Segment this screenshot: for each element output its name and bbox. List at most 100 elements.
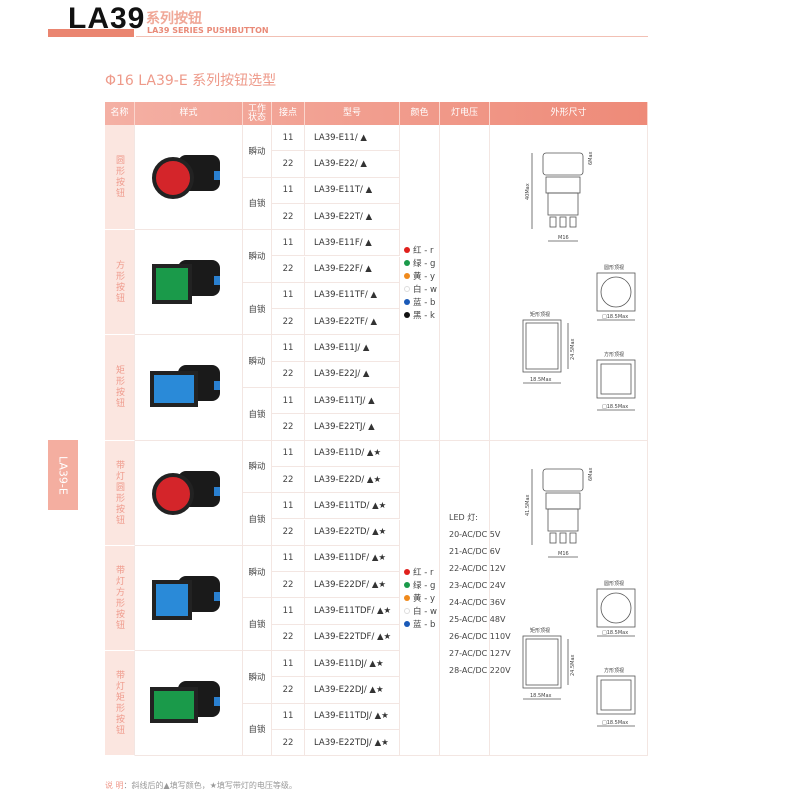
- top-height-label: 6Max: [588, 467, 594, 481]
- contact: 11: [272, 282, 305, 310]
- group-name: 圆形按钮: [105, 125, 135, 231]
- product-image: [150, 673, 235, 733]
- header-bar: [48, 29, 134, 37]
- height-label: 41.5Max: [525, 494, 531, 516]
- model-number: LA39-E22D/ ▲★: [305, 466, 400, 494]
- group-name: 带灯方形按钮: [105, 545, 135, 651]
- product-image-cell: [135, 335, 243, 441]
- work-mode: 瞬动: [243, 230, 272, 283]
- model-number: LA39-E22/ ▲: [305, 151, 400, 178]
- work-mode: 瞬动: [243, 651, 272, 704]
- round-width-label: □18.5Max: [602, 630, 628, 636]
- work-mode: 瞬动: [243, 545, 272, 599]
- terminal-tab: [214, 697, 220, 706]
- column-header: 接点: [272, 102, 305, 125]
- contact: 22: [272, 677, 305, 704]
- group-name: 方形按钮: [105, 230, 135, 336]
- button-cap: [152, 157, 194, 199]
- model-number: LA39-E22DF/ ▲★: [305, 572, 400, 599]
- button-cap: [152, 472, 194, 515]
- voltage-item: 22-AC/DC 12V: [449, 564, 506, 574]
- color-option: 白 - w: [404, 604, 437, 617]
- round-width-label: □18.5Max: [602, 314, 628, 320]
- color-option: 黄 - y: [404, 269, 435, 282]
- color-label: 黄 - y: [413, 593, 436, 604]
- work-mode: 自锁: [243, 598, 272, 651]
- model-number: LA39-E11TDF/ ▲★: [305, 598, 400, 625]
- square-width-label: □18.5Max: [602, 404, 628, 410]
- model-number: LA39-E11D/ ▲★: [305, 440, 400, 467]
- voltage-item: 23-AC/DC 24V: [449, 581, 506, 591]
- color-label: 红 - r: [413, 567, 434, 578]
- contact: 22: [272, 309, 305, 336]
- model-number: LA39-E11DJ/ ▲★: [305, 651, 400, 678]
- height-label: 40Max: [525, 183, 531, 200]
- rect-height-label: 24.5Max: [570, 338, 576, 360]
- color-option: 绿 - g: [404, 578, 435, 591]
- square-width-label: □18.5Max: [602, 720, 628, 726]
- voltage-item: 28-AC/DC 220V: [449, 666, 511, 676]
- column-header: 样式: [135, 102, 243, 125]
- voltage-item: 26-AC/DC 110V: [449, 632, 511, 642]
- voltage-item: 20-AC/DC 5V: [449, 530, 501, 540]
- color-dot-icon: [404, 568, 410, 575]
- contact: 11: [272, 388, 305, 415]
- color-dot-icon: [404, 272, 410, 279]
- contact: 11: [272, 335, 305, 362]
- dimension-drawing: 41.5Max 6Max M16 圆形顶视 □18.5Max 矩形顶视 24.5…: [522, 467, 636, 726]
- model-number: LA39-E11/ ▲: [305, 125, 400, 152]
- color-dot-icon: [404, 311, 410, 318]
- contact: 11: [272, 703, 305, 730]
- product-image-cell: [135, 230, 243, 336]
- product-image: [150, 252, 235, 312]
- work-mode: 瞬动: [243, 440, 272, 494]
- product-image: [150, 357, 235, 417]
- terminal-tab: [214, 486, 220, 496]
- column-header: 外形尺寸: [490, 102, 648, 125]
- product-image: [150, 463, 235, 523]
- color-label: 绿 - g: [413, 258, 436, 269]
- rect-width-label: 18.5Max: [530, 377, 552, 383]
- page-subtitle: Φ16 LA39-E 系列按钮选型: [105, 73, 277, 89]
- contact: 11: [272, 440, 305, 467]
- model-number: LA39-E11TJ/ ▲: [305, 388, 400, 415]
- product-image-cell: [135, 125, 243, 231]
- color-option: 红 - r: [404, 243, 433, 256]
- button-cap: [152, 579, 192, 620]
- side-tab: LA39-E: [48, 440, 78, 510]
- contact: 22: [272, 572, 305, 599]
- work-mode: 瞬动: [243, 335, 272, 388]
- color-dot-icon: [404, 285, 410, 292]
- product-image-cell: [135, 440, 243, 546]
- model-number: LA39-E11TD/ ▲★: [305, 493, 400, 520]
- thread-label: M16: [558, 235, 569, 241]
- product-image: [150, 147, 235, 207]
- thread-label: M16: [558, 551, 569, 557]
- model-number: LA39-E22TDF/ ▲★: [305, 624, 400, 651]
- voltage-item: 24-AC/DC 36V: [449, 598, 506, 608]
- contact: 22: [272, 203, 305, 231]
- color-option: 蓝 - b: [404, 295, 435, 308]
- column-header: 型号: [305, 102, 400, 125]
- color-label: 白 - w: [413, 284, 437, 295]
- model-number: LA39-E11F/ ▲: [305, 230, 400, 257]
- contact: 22: [272, 256, 305, 283]
- work-mode: 自锁: [243, 388, 272, 441]
- model-number: LA39-E11T/ ▲: [305, 177, 400, 204]
- color-option: 红 - r: [404, 565, 433, 578]
- model-number: LA39-E22J/ ▲: [305, 361, 400, 388]
- contact: 22: [272, 519, 305, 546]
- contact: 22: [272, 729, 305, 757]
- work-mode: 瞬动: [243, 125, 272, 178]
- contact: 22: [272, 466, 305, 494]
- color-dot-icon: [404, 581, 410, 588]
- column-header: 颜色: [400, 102, 440, 125]
- rect-height-label: 24.5Max: [570, 654, 576, 676]
- voltage-item: 27-AC/DC 127V: [449, 649, 511, 659]
- model-number: LA39-E22T/ ▲: [305, 203, 400, 231]
- color-label: 红 - r: [413, 245, 434, 256]
- voltage-title: LED 灯:: [449, 513, 478, 523]
- round-top-view-label: 圆形顶视: [604, 264, 624, 271]
- model-number: LA39-E22TF/ ▲: [305, 309, 400, 336]
